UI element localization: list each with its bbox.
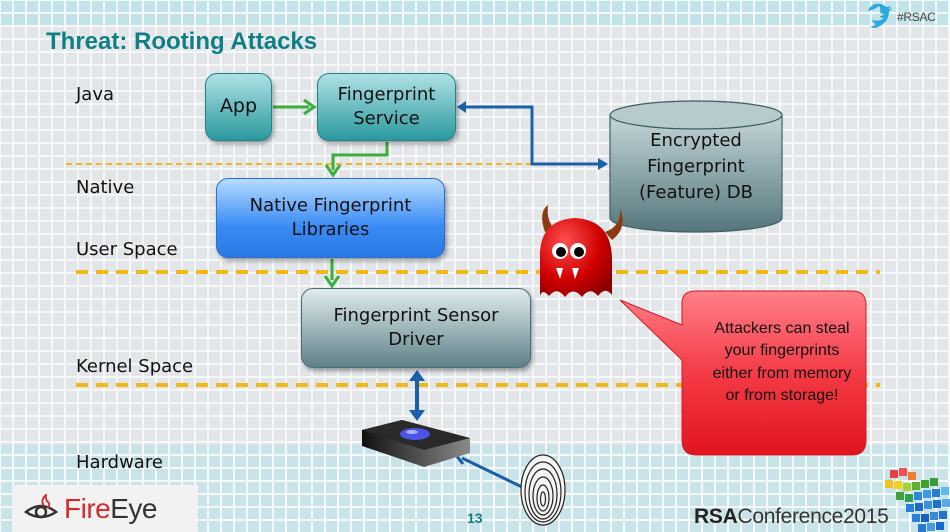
- callout-line-2: your fingerprints: [724, 342, 840, 360]
- rsa-conference-text: Conference2015: [737, 505, 889, 528]
- fingerprint-sensor-device: [362, 420, 470, 467]
- sensor-driver-box: Fingerprint Sensor Driver: [301, 288, 531, 368]
- rsa-mosaic-logo: [885, 468, 950, 532]
- arrow-service-to-native: [331, 142, 389, 170]
- database-label: Encrypted Fingerprint (Feature) DB: [608, 128, 784, 206]
- layer-label-hardware: Hardware: [76, 452, 163, 473]
- fingerprint-service-box: Fingerprint Service: [317, 73, 456, 141]
- fireeye-eye: Eye: [110, 492, 157, 524]
- devil-icon: [539, 205, 623, 297]
- layer-label-user-space: User Space: [76, 239, 178, 260]
- db-line-1: Encrypted: [650, 130, 742, 151]
- callout-line-4: or from storage!: [725, 387, 839, 405]
- app-box: App: [205, 73, 272, 141]
- driver-line-2: Driver: [388, 329, 444, 350]
- arrowhead-app-service: [303, 98, 317, 116]
- native-libraries-box: Native Fingerprint Libraries: [216, 178, 445, 258]
- arrow-finger-sensor: [461, 456, 523, 489]
- db-line-3: (Feature) DB: [639, 182, 753, 204]
- app-label: App: [219, 95, 258, 118]
- hashtag: #RSAC: [897, 10, 936, 24]
- db-line-2: Fingerprint: [647, 156, 745, 178]
- rsa-bold: RSA: [694, 505, 738, 528]
- layer-label-java: Java: [76, 84, 115, 105]
- fireeye-eye-icon: [24, 493, 58, 518]
- layer-label-kernel-space: Kernel Space: [76, 356, 194, 377]
- page-number: 13: [467, 510, 483, 526]
- callout-line-3: either from memory: [712, 364, 852, 382]
- callout-text: Attackers can steal your fingerprints ei…: [672, 318, 892, 408]
- service-line-1: Fingerprint: [337, 83, 436, 105]
- driver-line-1: Fingerprint Sensor: [333, 304, 499, 326]
- service-line-2: Service: [353, 108, 420, 129]
- layer-label-native: Native: [76, 177, 135, 198]
- native-line-1: Native Fingerprint: [249, 194, 412, 216]
- arrow-service-db: [464, 105, 598, 166]
- rsa-conference-logo: RSAConference2015: [694, 505, 889, 529]
- fireeye-logo: FireEye: [12, 485, 198, 532]
- callout-bubble: [619, 290, 867, 456]
- twitter-icon: [868, 3, 892, 29]
- fireeye-fire: Fire: [64, 492, 111, 524]
- native-line-2: Libraries: [291, 219, 370, 240]
- callout-line-1: Attackers can steal: [714, 320, 850, 337]
- fingerprint-icon: [520, 454, 566, 526]
- slide-title: Threat: Rooting Attacks: [46, 28, 318, 55]
